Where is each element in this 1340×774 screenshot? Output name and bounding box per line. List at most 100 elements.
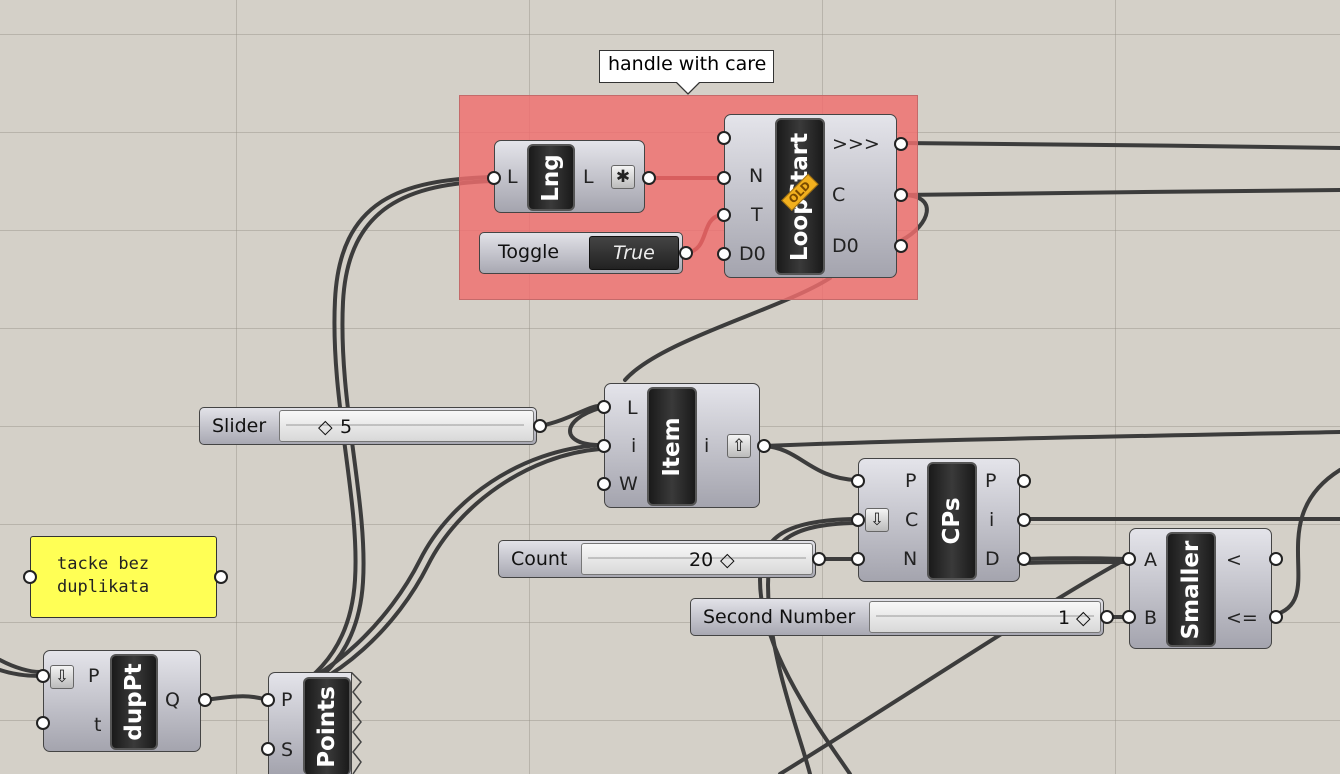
dup-grip-p[interactable] — [36, 669, 50, 683]
wire-slider-item — [538, 404, 602, 428]
slider-output-grip[interactable] — [533, 419, 547, 433]
note-panel[interactable]: tacke bez duplikata — [30, 536, 217, 618]
points-grip-s[interactable] — [261, 742, 275, 756]
boolean-toggle[interactable]: Toggle True — [479, 232, 683, 274]
length-input-label: L — [507, 166, 518, 188]
smaller-grip-b[interactable] — [1122, 610, 1136, 624]
panel-input-grip[interactable] — [23, 570, 37, 584]
loop-grip-in-d0[interactable] — [717, 247, 731, 261]
item-grip-out[interactable] — [757, 439, 771, 453]
cps-grip-out-d[interactable] — [1017, 552, 1031, 566]
count-slider-track[interactable]: 20 ◇ — [581, 543, 813, 575]
dup-grip-t[interactable] — [36, 716, 50, 730]
slider-handle-icon[interactable]: ◇ — [318, 416, 333, 438]
toggle-value[interactable]: True — [589, 236, 679, 270]
second-slider-label: Second Number — [703, 606, 856, 628]
item-grip-i[interactable] — [597, 439, 611, 453]
length-component[interactable]: L Lng L ✱ — [494, 140, 645, 213]
dup-pt-component[interactable]: ⇩ P t dupPt Q — [43, 650, 201, 752]
closest-points-name: CPs — [939, 497, 965, 545]
slider-ticks — [286, 424, 524, 426]
cps-input-c: C — [905, 509, 919, 531]
loop-start-component[interactable]: N T D0 LoopStart OLD >>> C D0 — [724, 114, 897, 278]
list-item-core[interactable]: Item — [647, 387, 697, 506]
cps-grip-n[interactable] — [851, 552, 865, 566]
second-slider-track[interactable]: 1 ◇ — [869, 601, 1101, 633]
smaller-grip-a[interactable] — [1122, 552, 1136, 566]
second-number-slider[interactable]: Second Number 1 ◇ — [690, 598, 1104, 636]
closest-points-core[interactable]: CPs — [927, 462, 977, 580]
smaller-core[interactable]: Smaller — [1166, 532, 1216, 647]
loop-output-d0: D0 — [832, 235, 859, 257]
second-slider-handle-icon[interactable]: ◇ — [1076, 607, 1091, 629]
arrow-up-icon[interactable]: ⇧ — [727, 434, 751, 458]
cps-grip-out-i[interactable] — [1017, 513, 1031, 527]
slider-track[interactable]: ◇ 5 — [279, 410, 534, 442]
loop-grip-in-n[interactable] — [717, 171, 731, 185]
length-output-grip[interactable] — [642, 171, 656, 185]
length-core[interactable]: Lng — [527, 144, 575, 211]
wire-item-out — [762, 430, 1340, 448]
item-grip-l[interactable] — [597, 400, 611, 414]
points-core[interactable]: Points — [303, 677, 351, 774]
list-item-name: Item — [659, 416, 685, 477]
length-input-grip[interactable] — [487, 171, 501, 185]
loop-grip-out-data[interactable] — [894, 137, 908, 151]
smaller-output-lt: < — [1226, 549, 1242, 571]
panel-line-1: tacke bez — [57, 554, 150, 574]
toggle-value-text: True — [613, 242, 655, 264]
panel-output-grip[interactable] — [214, 570, 228, 584]
points-grip-p[interactable] — [261, 693, 275, 707]
smaller-grip-lt[interactable] — [1269, 552, 1283, 566]
count-slider[interactable]: Count 20 ◇ — [498, 540, 816, 578]
arrow-down-icon[interactable]: ⇩ — [50, 665, 74, 689]
item-input-i: i — [631, 435, 637, 457]
second-slider-grip[interactable] — [1100, 610, 1114, 624]
cps-grip-c[interactable] — [851, 513, 865, 527]
count-slider-handle-icon[interactable]: ◇ — [720, 549, 735, 571]
dup-pt-core[interactable]: dupPt — [110, 654, 158, 750]
wire-cps-c-in — [757, 517, 858, 774]
points-name: Points — [314, 686, 340, 768]
item-input-w: W — [619, 473, 638, 495]
smaller-output-le: <= — [1226, 607, 1258, 629]
wire-loop-c — [900, 188, 1340, 197]
smaller-name: Smaller — [1178, 540, 1204, 639]
cps-output-d: D — [985, 548, 1000, 570]
closest-points-component[interactable]: P ⇩ C N CPs P i D — [858, 458, 1020, 582]
length-name: Lng — [538, 153, 564, 202]
group-label: handle with care — [608, 53, 767, 75]
wire-smaller-a — [778, 557, 1128, 774]
loop-grip-out-d0[interactable] — [894, 239, 908, 253]
toggle-output-grip[interactable] — [679, 246, 693, 260]
cps-grip-out-p[interactable] — [1017, 474, 1031, 488]
wire-item-points — [268, 443, 602, 698]
item-input-l: L — [627, 397, 638, 419]
loop-grip-in-t[interactable] — [717, 208, 731, 222]
loop-input-n: N — [749, 165, 764, 187]
points-component[interactable]: P S Points — [268, 672, 352, 774]
asterisk-icon[interactable]: ✱ — [611, 165, 635, 189]
dup-grip-q[interactable] — [198, 693, 212, 707]
item-grip-w[interactable] — [597, 477, 611, 491]
dup-input-t: t — [94, 714, 102, 736]
number-slider[interactable]: Slider ◇ 5 — [199, 407, 537, 445]
loop-output-data: >>> — [832, 133, 880, 155]
second-slider-value: 1 — [1058, 607, 1071, 629]
smaller-component[interactable]: A B Smaller < <= — [1129, 528, 1272, 649]
points-input-p: P — [281, 689, 293, 711]
second-slider-ticks — [876, 615, 1094, 617]
loop-grip-in-top[interactable] — [717, 131, 731, 145]
cps-grip-p[interactable] — [851, 474, 865, 488]
count-slider-grip[interactable] — [812, 552, 826, 566]
list-item-component[interactable]: L i W Item i ⇧ — [604, 383, 760, 508]
smaller-grip-le[interactable] — [1269, 610, 1283, 624]
smaller-input-b: B — [1144, 607, 1158, 629]
cps-input-p: P — [905, 470, 917, 492]
arrow-down-icon[interactable]: ⇩ — [865, 508, 889, 532]
wire-dup-points — [203, 694, 270, 702]
group-label-bubble[interactable]: handle with care — [599, 50, 774, 83]
wire-cps-d1 — [1022, 556, 1128, 561]
loop-grip-out-c[interactable] — [894, 188, 908, 202]
